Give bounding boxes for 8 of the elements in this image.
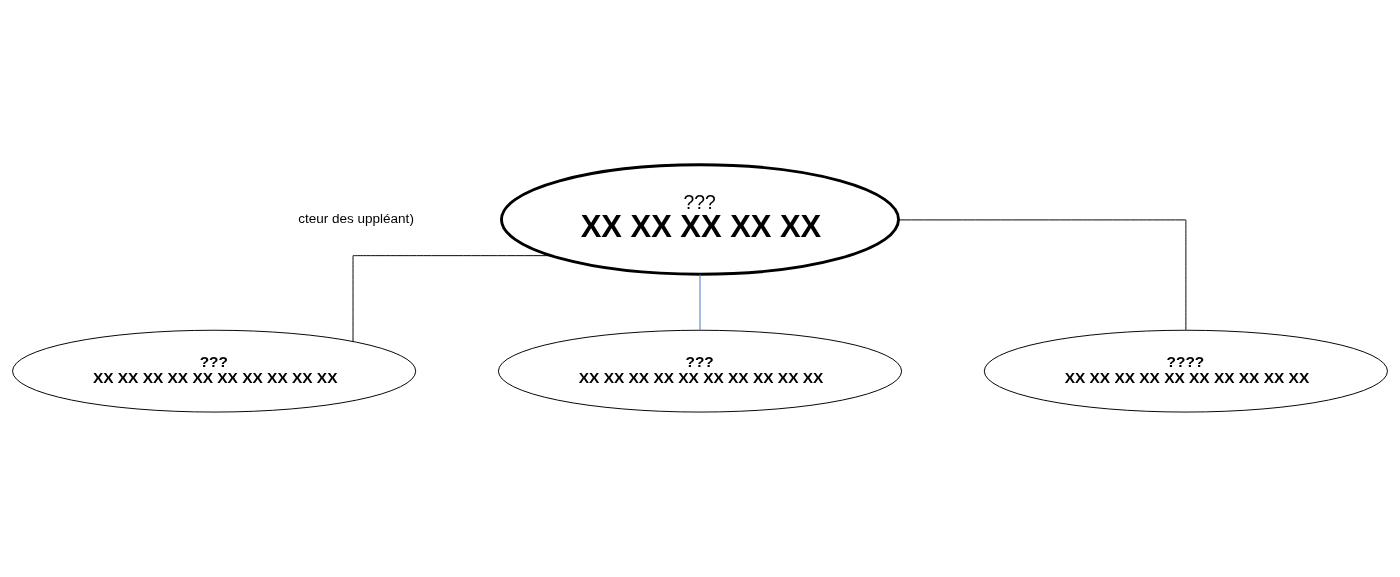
label: cteur des uppléant) [298,211,414,227]
node-ellipse: ??? XX XX XX XX XX XX XX XX XX XX [12,329,417,413]
connector [352,255,552,342]
node-ellipse: ??? XX XX XX XX XX XX XX XX XX XX [497,329,903,413]
node-ellipse: ???? XX XX XX XX XX XX XX XX XX XX [983,329,1388,413]
connector [699,273,701,331]
connector [898,219,1187,331]
node-ellipse: ??? XX XX XX XX XX [500,163,900,276]
